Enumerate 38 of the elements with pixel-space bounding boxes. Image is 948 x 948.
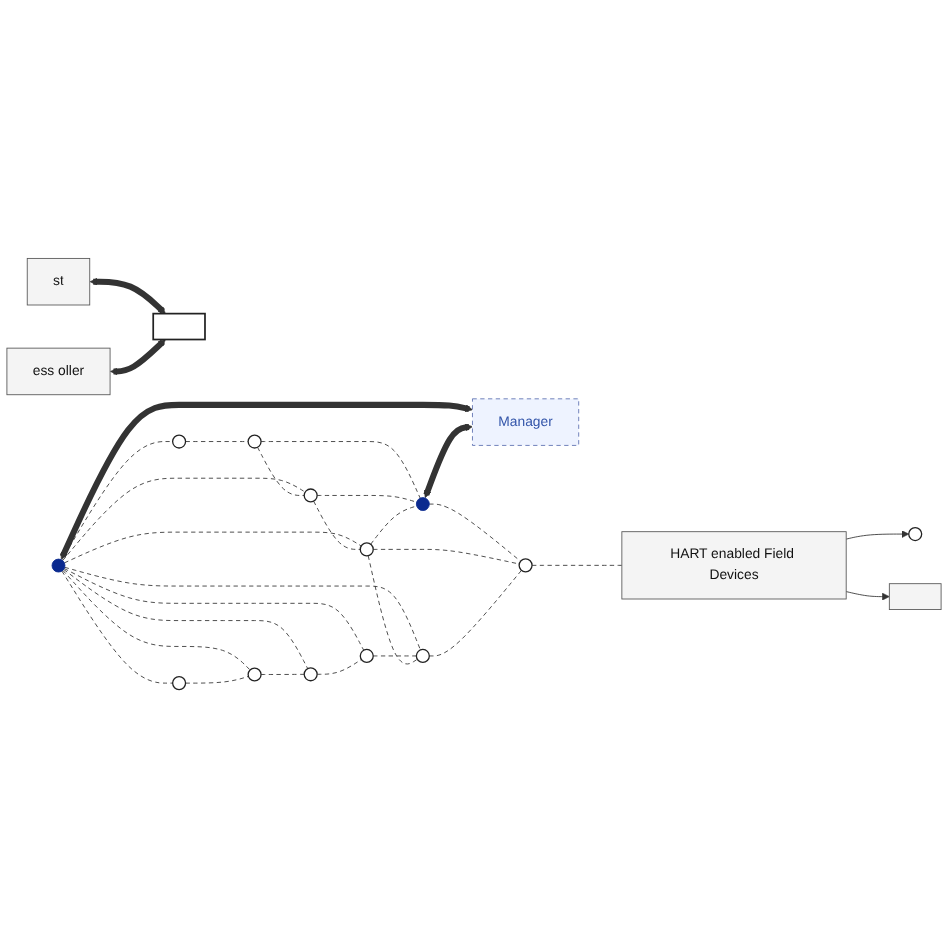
node-circle <box>908 526 923 542</box>
connector <box>260 441 421 499</box>
node-circle <box>303 488 318 503</box>
node-bar <box>152 312 206 341</box>
connector <box>61 570 174 684</box>
node-circle <box>415 497 430 511</box>
connector <box>185 441 249 442</box>
node-circle <box>303 667 318 682</box>
arrow <box>89 277 166 314</box>
connector <box>367 555 418 665</box>
arrow <box>423 423 473 499</box>
connector <box>61 441 174 561</box>
node-circle <box>51 558 66 573</box>
connector <box>62 477 306 562</box>
connector <box>63 568 365 651</box>
connector <box>63 569 309 669</box>
node-circle <box>247 434 262 449</box>
connector <box>370 505 418 545</box>
connector <box>62 569 251 671</box>
node-circle <box>415 648 430 664</box>
arrow <box>110 339 166 376</box>
node-circle <box>359 542 374 557</box>
connector <box>316 659 362 675</box>
node-circle <box>359 648 374 664</box>
connector <box>316 495 418 503</box>
connector <box>372 548 520 565</box>
node-circle <box>247 667 262 682</box>
node-circle <box>172 676 187 691</box>
node-box <box>888 583 942 610</box>
connector <box>64 566 421 651</box>
connector <box>428 503 521 562</box>
arrow <box>59 401 473 560</box>
connector <box>428 569 522 657</box>
connector <box>372 655 417 657</box>
connector <box>260 673 305 675</box>
node-circle <box>518 558 533 573</box>
node-circle <box>172 434 187 449</box>
connector <box>185 675 249 684</box>
